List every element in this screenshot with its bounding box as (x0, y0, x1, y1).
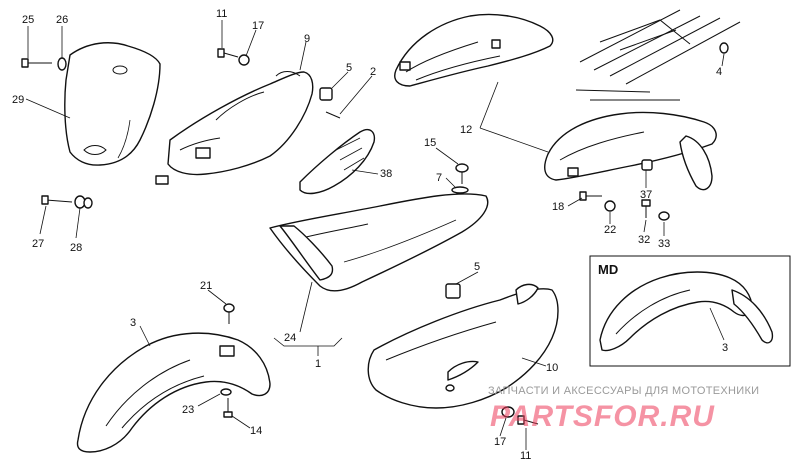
nut-28 (74, 195, 93, 209)
callout-22: 22 (604, 224, 616, 236)
callout-26: 26 (56, 14, 68, 26)
screw-32 (641, 199, 651, 218)
clip-5-upper (319, 87, 333, 101)
seat-bolt-15 (455, 163, 469, 184)
callout-numbers: 25 26 29 27 28 11 17 9 5 2 38 15 7 12 4 … (12, 8, 728, 462)
leader-lines (25, 20, 725, 450)
screw-27 (41, 195, 73, 205)
callout-11-lower: 11 (520, 450, 531, 462)
screw-11-top (217, 48, 239, 58)
callout-1: 1 (315, 358, 321, 370)
screw-2 (325, 111, 341, 119)
callout-29: 29 (12, 94, 24, 106)
washer-22 (604, 200, 616, 212)
callout-38: 38 (380, 168, 392, 180)
screw-11-lower (517, 415, 539, 425)
clip-5-lower (445, 283, 461, 299)
callout-5-lower: 5 (474, 261, 480, 273)
seat-washer-7 (451, 186, 469, 194)
callout-4: 4 (716, 66, 722, 78)
washer-23 (220, 388, 232, 396)
callout-25: 25 (22, 14, 34, 26)
callout-3-md: 3 (722, 342, 728, 354)
callout-14: 14 (250, 425, 262, 437)
rear-fender-upper (394, 13, 554, 87)
right-side-panel-10 (367, 283, 559, 409)
washer-17-top (238, 54, 250, 66)
screw-21 (223, 303, 235, 324)
callout-37: 37 (640, 189, 652, 201)
bolt-14 (223, 398, 233, 418)
md-inset-label: MD (598, 262, 618, 277)
bolt-25 (21, 58, 52, 68)
callout-17-lower: 17 (494, 436, 506, 448)
callout-32: 32 (638, 234, 650, 246)
screw-18 (579, 191, 602, 201)
washer-33 (658, 211, 670, 221)
md-inset: MD (589, 255, 791, 367)
callout-5-upper: 5 (346, 62, 352, 74)
callout-23: 23 (182, 404, 194, 416)
callout-2: 2 (370, 66, 376, 78)
watermark-logo: PARTSFOR.RU (490, 400, 715, 433)
callout-24: 24 (284, 332, 296, 344)
callout-15: 15 (424, 137, 436, 149)
callout-9: 9 (304, 33, 310, 45)
rear-frame (575, 9, 741, 101)
callout-17-top: 17 (252, 20, 264, 32)
callout-10: 10 (546, 362, 558, 374)
washer-26 (57, 57, 67, 71)
clip-37 (641, 159, 653, 171)
callout-18: 18 (552, 201, 564, 213)
front-fender-3 (76, 332, 271, 453)
callout-27: 27 (32, 238, 44, 250)
callout-33: 33 (658, 238, 670, 250)
callout-28: 28 (70, 242, 82, 254)
callout-3-front: 3 (130, 317, 136, 329)
rear-fender-lower (544, 111, 717, 191)
filter-cover-38 (299, 128, 376, 195)
nut-4 (719, 42, 729, 54)
washer-17-lower (501, 406, 515, 418)
front-number-plate (64, 42, 161, 166)
callout-12: 12 (460, 124, 472, 136)
left-side-panel (155, 71, 314, 185)
watermark-caption: ЗАПЧАСТИ И АКСЕССУАРЫ ДЛЯ МОТОТЕХНИКИ (488, 385, 759, 397)
callout-11-top: 11 (216, 8, 227, 20)
seat-24 (269, 193, 489, 292)
callout-7: 7 (436, 172, 442, 184)
callout-21: 21 (200, 280, 212, 292)
